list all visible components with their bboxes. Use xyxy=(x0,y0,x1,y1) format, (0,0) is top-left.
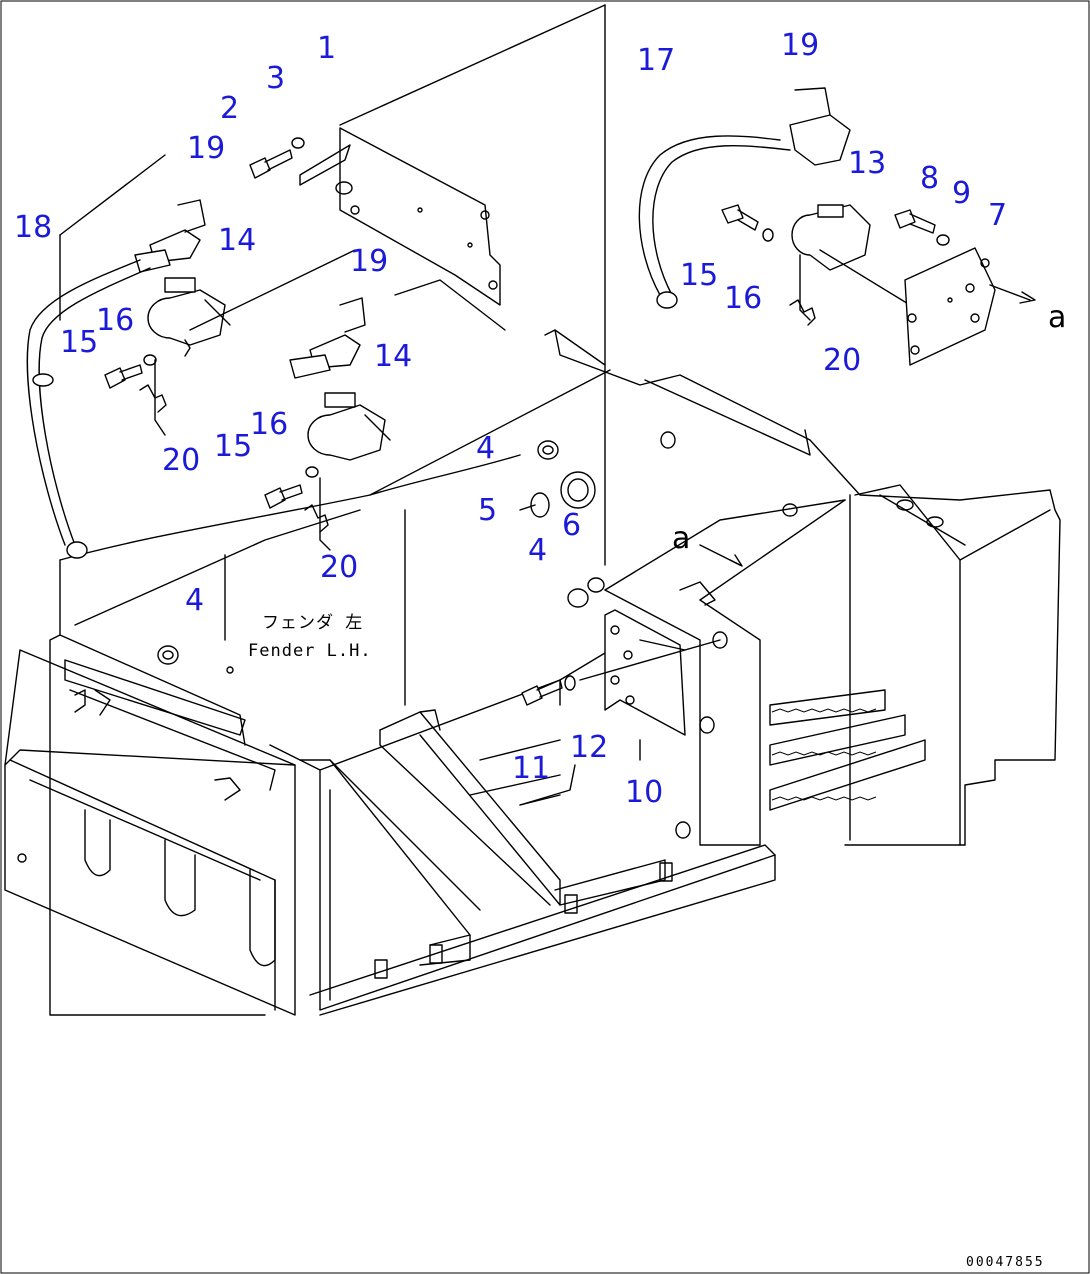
callout-6: 6 xyxy=(562,508,581,543)
cable-18 xyxy=(26,259,151,559)
grommets xyxy=(157,431,798,665)
callout-4-middle: 4 xyxy=(528,533,547,568)
callout-5: 5 xyxy=(478,493,497,528)
bolt-15-washer-16-right xyxy=(721,204,774,242)
callout-16-upper: 16 xyxy=(96,303,134,338)
washer-12 xyxy=(564,675,576,691)
callout-18: 18 xyxy=(14,210,52,245)
callout-16-lower: 16 xyxy=(250,407,288,442)
callout-15-right: 15 xyxy=(680,258,718,293)
cable-17 xyxy=(638,135,791,309)
relay-14-upper xyxy=(147,249,356,357)
callout-20-upper: 20 xyxy=(162,443,200,478)
callout-19-lower: 19 xyxy=(350,244,388,279)
bracket-10 xyxy=(519,609,728,839)
callout-11: 11 xyxy=(512,751,550,786)
callout-14-upper: 14 xyxy=(218,223,256,258)
callout-12: 12 xyxy=(570,730,608,765)
callout-4-left: 4 xyxy=(185,583,204,618)
callout-2: 2 xyxy=(220,91,239,126)
chassis-outline xyxy=(4,4,1061,1016)
callout-14-lower: 14 xyxy=(374,339,412,374)
clip-20-right xyxy=(789,299,816,326)
cable-caps-19-lower xyxy=(289,297,366,379)
view-ref-a-right: a xyxy=(1048,300,1066,335)
callout-15-upper: 15 xyxy=(60,325,98,360)
bolt-8-washer-9 xyxy=(894,209,950,246)
view-a-arrow xyxy=(699,544,743,567)
callout-8: 8 xyxy=(920,161,939,196)
callout-3: 3 xyxy=(266,61,285,96)
bracket-plate-1 xyxy=(299,127,506,331)
fender-label-jp: フェンダ 左 xyxy=(262,613,363,633)
relay-14-lower xyxy=(307,392,391,461)
callout-7: 7 xyxy=(988,198,1007,233)
cable-cap-19-right xyxy=(789,87,851,166)
callout-20-lower: 20 xyxy=(320,550,358,585)
view-ref-a-body: a xyxy=(672,521,690,556)
callout-4-upper: 4 xyxy=(476,431,495,466)
bolt-15-washer-16-upper xyxy=(104,354,157,389)
callout-labels: 1 2 3 4 4 4 5 6 7 8 9 10 11 12 13 14 14 … xyxy=(14,28,1007,810)
callout-20-right: 20 xyxy=(823,343,861,378)
drawing-code: 00047855 xyxy=(966,1255,1045,1270)
callout-10: 10 xyxy=(625,775,663,810)
bracket-plate-7 xyxy=(904,247,1036,366)
callout-19-upper: 19 xyxy=(187,131,225,166)
fender-label-en: Fender L.H. xyxy=(248,641,372,661)
callout-13: 13 xyxy=(848,146,886,181)
bolt-2 xyxy=(249,149,293,179)
relay-13 xyxy=(791,204,911,321)
callout-19-right: 19 xyxy=(781,28,819,63)
clip-20-upper xyxy=(139,359,167,436)
cable-caps-19-upper xyxy=(134,199,206,273)
callout-15-lower: 15 xyxy=(214,429,252,464)
callout-9: 9 xyxy=(952,176,971,211)
callout-1: 1 xyxy=(317,31,336,66)
callout-17: 17 xyxy=(637,43,675,78)
callout-16-right: 16 xyxy=(724,281,762,316)
clip-20-lower xyxy=(304,477,331,551)
bolt-15-washer-16-lower xyxy=(264,466,319,509)
washer-3 xyxy=(291,137,305,149)
bolt-11 xyxy=(521,679,563,706)
